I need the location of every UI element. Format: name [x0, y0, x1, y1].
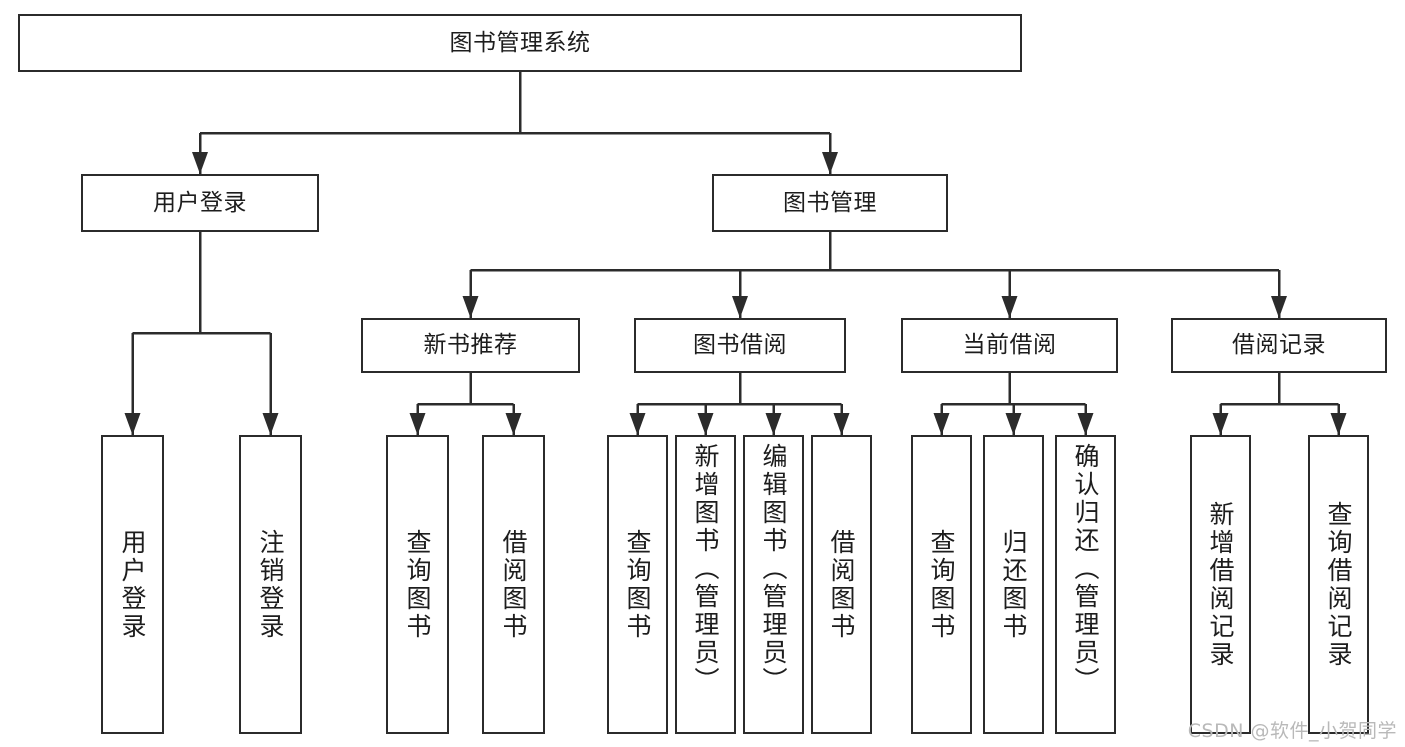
node-leaf-confirm-return[interactable]: 确认归还（管理员）: [1055, 435, 1116, 734]
node-label-leaf-confirm-return: 确认归还（管理员）: [1071, 443, 1100, 695]
node-leaf-query-book-1[interactable]: 查询图书: [386, 435, 449, 734]
node-leaf-return-book[interactable]: 归还图书: [983, 435, 1044, 734]
node-leaf-query-record[interactable]: 查询借阅记录: [1308, 435, 1369, 734]
arrowhead-book-manage: [822, 152, 838, 174]
arrowhead-book-borrow: [732, 296, 748, 318]
node-label-leaf-edit-book: 编辑图书（管理员）: [759, 443, 788, 695]
node-leaf-query-book-2[interactable]: 查询图书: [607, 435, 668, 734]
node-label-user-login: 用户登录: [153, 189, 247, 216]
node-leaf-logout[interactable]: 注销登录: [239, 435, 302, 734]
arrowhead-leaf-query-book-3: [933, 413, 950, 435]
arrowhead-leaf-return-book: [1005, 413, 1022, 435]
node-leaf-borrow-book-1[interactable]: 借阅图书: [482, 435, 545, 734]
watermark-text: CSDN @软件_小贺同学: [1187, 720, 1397, 742]
node-label-borrow-record: 借阅记录: [1232, 332, 1326, 358]
node-label-leaf-query-book-2: 查询图书: [623, 528, 652, 641]
arrowhead-leaf-query-book-2: [629, 413, 646, 435]
node-label-root: 图书管理系统: [449, 29, 591, 56]
node-label-book-borrow: 图书借阅: [693, 332, 787, 358]
arrowhead-leaf-borrow-book-1: [505, 413, 522, 435]
arrowhead-new-book-rec: [462, 296, 479, 318]
node-label-leaf-query-record: 查询借阅记录: [1324, 500, 1353, 669]
node-label-new-book-rec: 新书推荐: [423, 332, 518, 358]
node-leaf-add-book[interactable]: 新增图书（管理员）: [675, 435, 736, 734]
arrowhead-current-borrow: [1001, 296, 1018, 318]
arrowhead-leaf-user-login: [124, 413, 141, 435]
node-label-leaf-logout: 注销登录: [256, 528, 285, 641]
node-leaf-user-login[interactable]: 用户登录: [101, 435, 164, 734]
node-leaf-borrow-book-2[interactable]: 借阅图书: [811, 435, 872, 734]
node-label-leaf-borrow-book-2: 借阅图书: [827, 528, 856, 641]
node-book-borrow[interactable]: 图书借阅: [634, 318, 846, 373]
node-label-leaf-query-book-3: 查询图书: [927, 528, 956, 641]
arrowhead-user-login: [192, 152, 208, 174]
arrowhead-leaf-logout: [262, 413, 279, 435]
arrowhead-borrow-record: [1271, 296, 1287, 318]
node-root[interactable]: 图书管理系统: [18, 14, 1022, 72]
node-current-borrow[interactable]: 当前借阅: [901, 318, 1118, 373]
arrowhead-leaf-add-book: [697, 413, 714, 435]
node-leaf-edit-book[interactable]: 编辑图书（管理员）: [743, 435, 804, 734]
node-label-leaf-add-record: 新增借阅记录: [1206, 500, 1235, 669]
node-user-login[interactable]: 用户登录: [81, 174, 319, 232]
node-label-current-borrow: 当前借阅: [962, 332, 1057, 358]
node-leaf-query-book-3[interactable]: 查询图书: [911, 435, 972, 734]
arrowhead-leaf-edit-book: [765, 413, 782, 435]
arrowhead-leaf-query-record: [1330, 413, 1347, 435]
arrowhead-leaf-add-record: [1212, 413, 1229, 435]
node-borrow-record[interactable]: 借阅记录: [1171, 318, 1387, 373]
node-leaf-add-record[interactable]: 新增借阅记录: [1190, 435, 1251, 734]
node-label-leaf-user-login: 用户登录: [118, 528, 147, 641]
node-label-leaf-add-book: 新增图书（管理员）: [691, 443, 720, 695]
node-label-leaf-borrow-book-1: 借阅图书: [499, 528, 528, 641]
node-new-book-rec[interactable]: 新书推荐: [361, 318, 580, 373]
arrowhead-leaf-query-book-1: [409, 413, 426, 435]
node-label-leaf-return-book: 归还图书: [999, 528, 1028, 641]
node-label-leaf-query-book-1: 查询图书: [403, 528, 432, 641]
node-book-manage[interactable]: 图书管理: [712, 174, 948, 232]
node-label-book-manage: 图书管理: [783, 189, 877, 216]
arrowhead-leaf-borrow-book-2: [833, 413, 850, 435]
arrowhead-leaf-confirm-return: [1077, 413, 1094, 435]
